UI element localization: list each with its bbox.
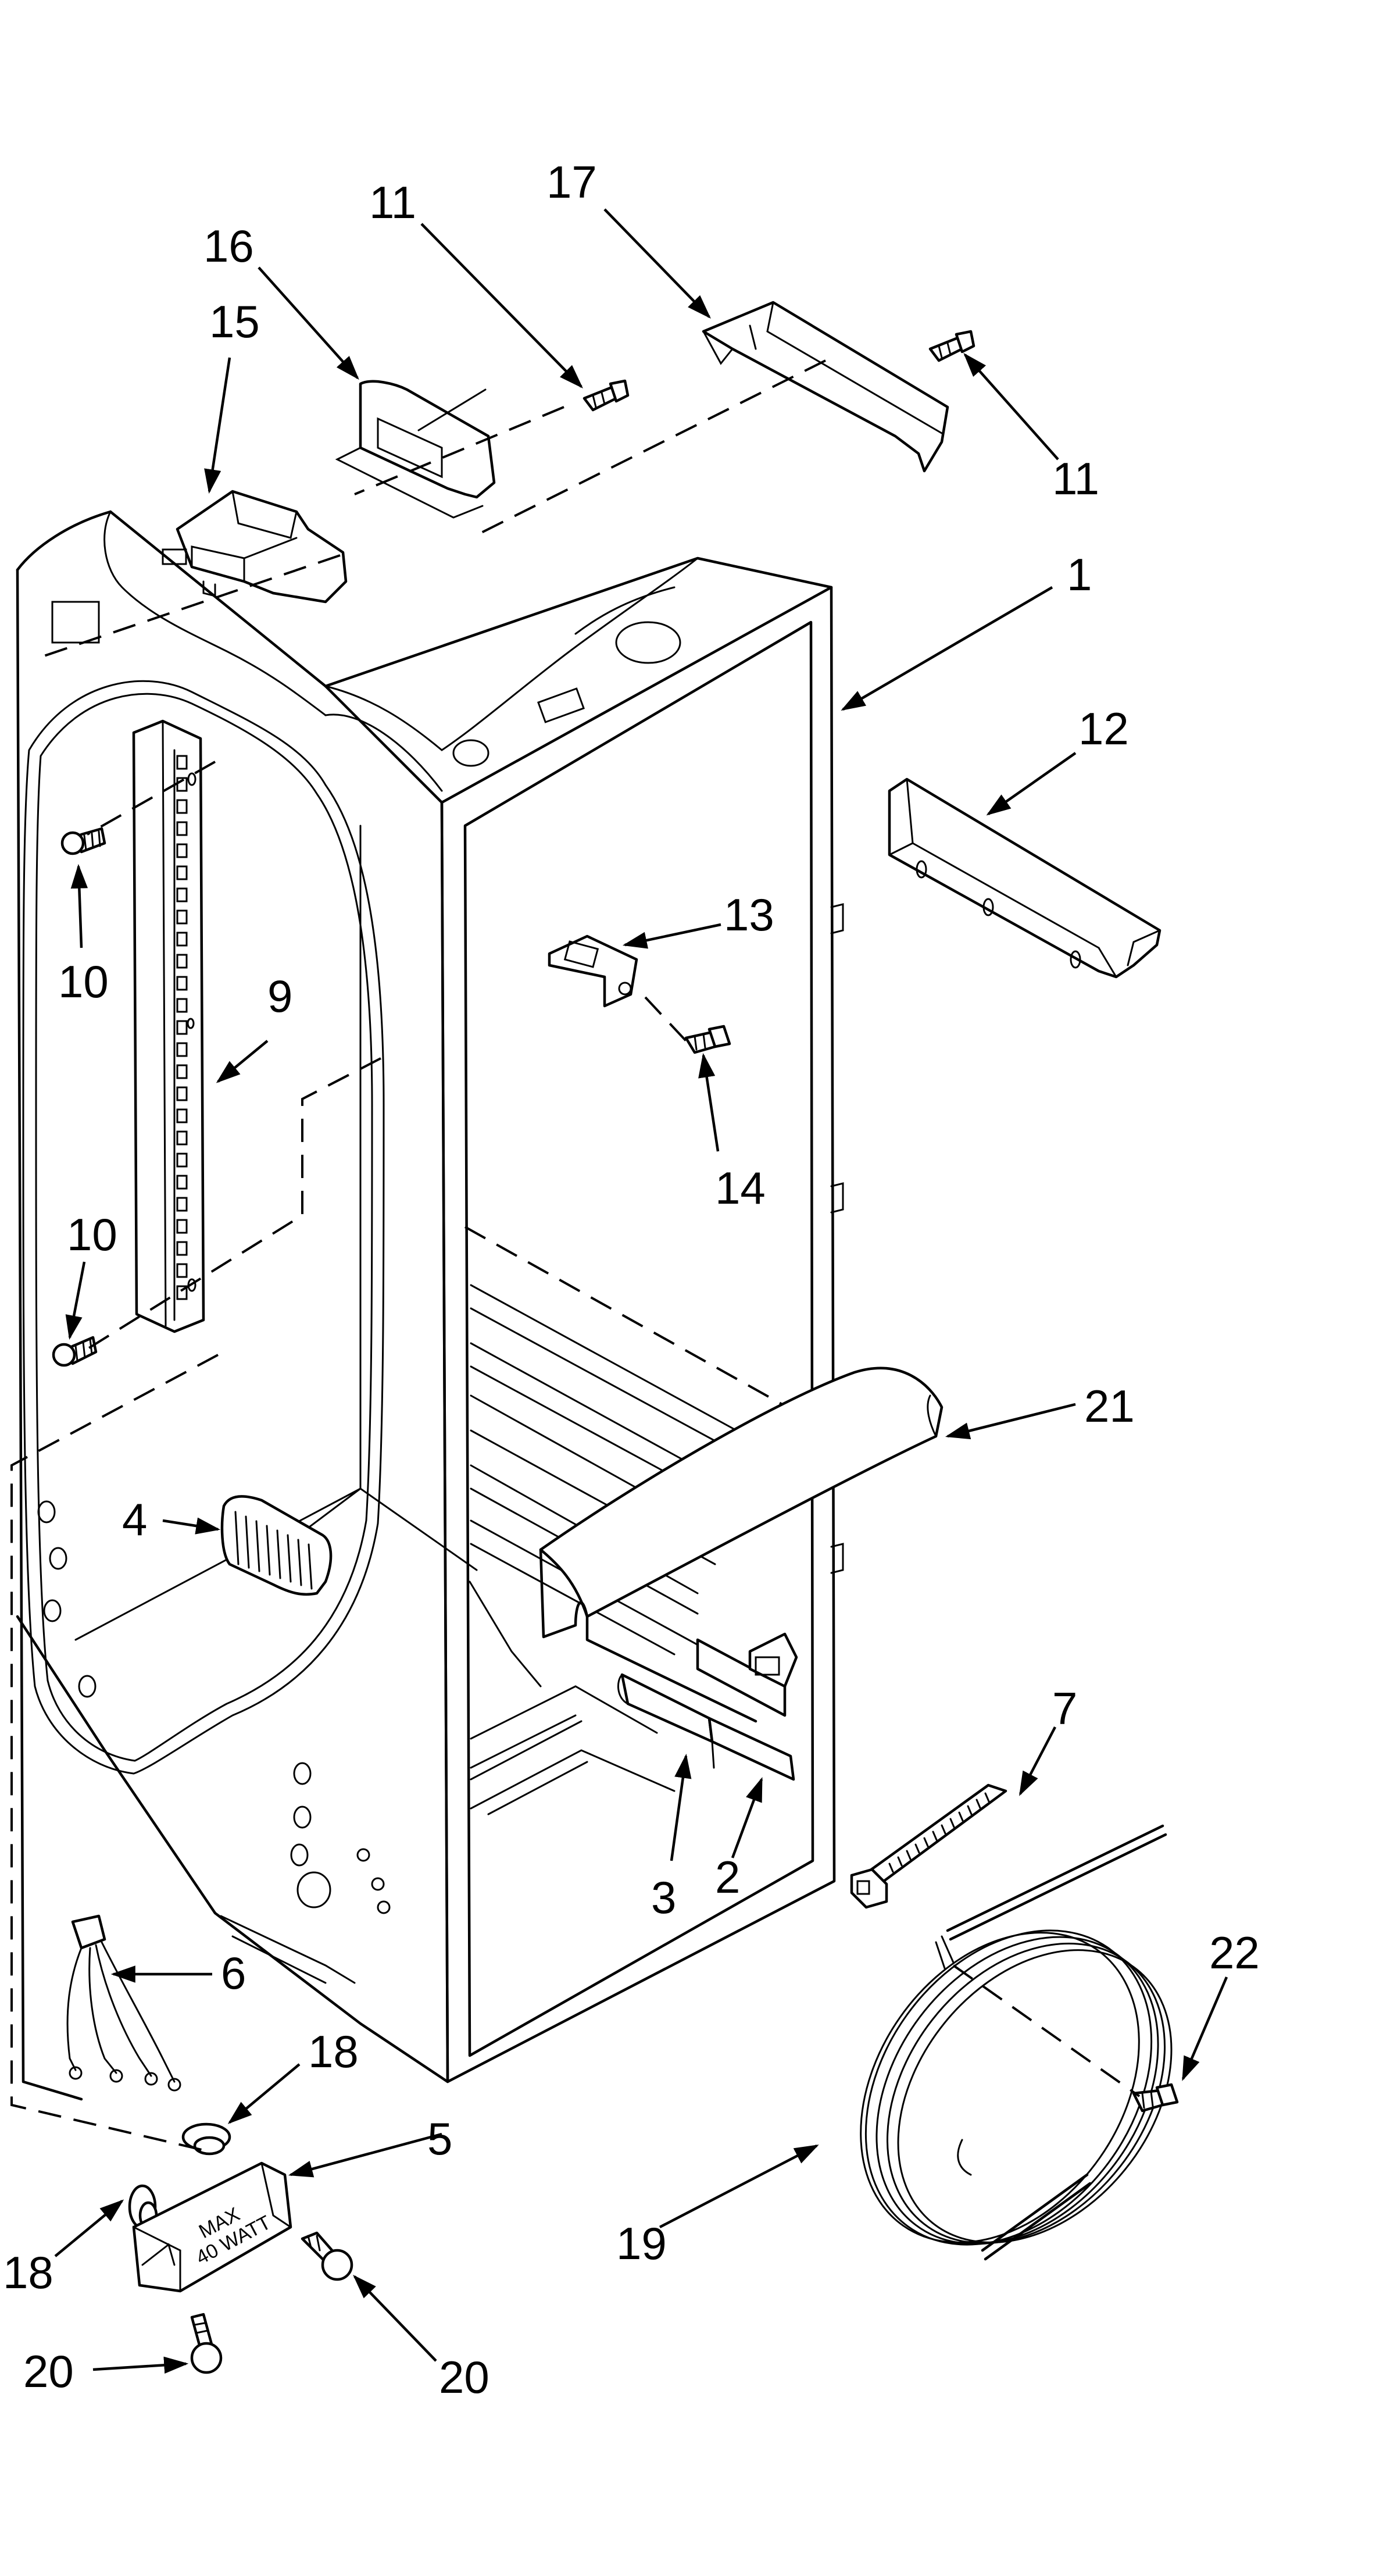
part-17-top-trim bbox=[702, 301, 949, 473]
callout-20-left: 20 bbox=[23, 2346, 74, 2397]
callout-2: 2 bbox=[715, 1851, 740, 1903]
rail-slot bbox=[176, 1064, 188, 1079]
tie-tooth bbox=[967, 1805, 973, 1815]
part-22-screw bbox=[1132, 2083, 1179, 2113]
rail-slot bbox=[176, 1241, 188, 1256]
rail-slot bbox=[176, 1219, 188, 1234]
tie-tooth bbox=[923, 1837, 929, 1847]
callout-14: 14 bbox=[715, 1162, 766, 1214]
callout-18-upper: 18 bbox=[308, 2026, 359, 2077]
callout-17: 17 bbox=[546, 156, 597, 208]
rail-slot bbox=[176, 1042, 188, 1057]
callout-16: 16 bbox=[203, 220, 254, 272]
rail-slot bbox=[176, 909, 188, 925]
callout-22: 22 bbox=[1209, 1927, 1260, 1978]
part-12-trim bbox=[888, 777, 1162, 979]
part-2-bracket bbox=[707, 1717, 795, 1781]
rail-slot bbox=[176, 755, 188, 770]
callout-11-top: 11 bbox=[369, 177, 416, 228]
tie-tooth bbox=[975, 1799, 981, 1809]
part-15-control-housing bbox=[162, 490, 348, 604]
part-7-cable-tie bbox=[850, 1783, 1007, 1909]
cabinet-liner bbox=[16, 510, 844, 2101]
callout-15: 15 bbox=[209, 296, 260, 347]
tie-tooth bbox=[941, 1824, 946, 1835]
rail-slot bbox=[176, 821, 188, 836]
rail-slot bbox=[176, 843, 188, 858]
callout-20-right: 20 bbox=[439, 2352, 489, 2403]
callout-11-right: 11 bbox=[1052, 453, 1099, 504]
callout-18-lower: 18 bbox=[3, 2247, 53, 2298]
leader-lines bbox=[54, 208, 1228, 2374]
rail-slot bbox=[176, 887, 188, 902]
tie-tooth bbox=[888, 1863, 894, 1873]
part-9-shelf-ladder bbox=[132, 719, 205, 1333]
rail-slot bbox=[176, 998, 188, 1013]
callout-21: 21 bbox=[1084, 1380, 1135, 1432]
part-4-grille bbox=[220, 1495, 333, 1596]
rail-slot bbox=[176, 1130, 188, 1146]
grille-slat bbox=[266, 1525, 271, 1576]
callout-4: 4 bbox=[122, 1494, 147, 1545]
rail-slot bbox=[176, 799, 188, 814]
rail-slot bbox=[176, 976, 188, 991]
tie-tooth bbox=[897, 1856, 903, 1867]
rail-slot bbox=[176, 865, 188, 880]
callout-6: 6 bbox=[221, 1947, 246, 1999]
part-10-screw-top bbox=[60, 827, 106, 855]
callout-5: 5 bbox=[427, 2113, 452, 2164]
rail-slot bbox=[176, 1175, 188, 1190]
tie-tooth bbox=[932, 1831, 938, 1841]
part-5-lamp-socket: MAX 40 WATT bbox=[132, 2161, 292, 2293]
part-20-bulb-left bbox=[190, 2313, 223, 2374]
part-13-bracket bbox=[548, 934, 638, 1008]
part-19-tubing-coil bbox=[860, 1824, 1173, 2261]
tie-tooth bbox=[984, 1792, 990, 1803]
grille-slat bbox=[276, 1529, 281, 1579]
part-11-screw-left bbox=[582, 379, 630, 412]
grille-slat bbox=[245, 1515, 250, 1569]
part-18-clip-upper bbox=[181, 2122, 231, 2156]
part-20-bulb-right bbox=[301, 2231, 353, 2281]
callout-7: 7 bbox=[1052, 1683, 1077, 1734]
part-14-screw bbox=[684, 1025, 731, 1054]
rail-slot bbox=[176, 1020, 188, 1035]
grille-slat bbox=[287, 1534, 292, 1583]
callout-10-top: 10 bbox=[58, 956, 109, 1007]
callout-10-bottom: 10 bbox=[67, 1209, 117, 1260]
grille-slat bbox=[297, 1539, 302, 1586]
callout-1: 1 bbox=[1067, 549, 1092, 600]
part-16-bracket bbox=[335, 380, 496, 519]
callout-3: 3 bbox=[651, 1872, 676, 1923]
rail-slot bbox=[176, 1285, 188, 1300]
callout-9: 9 bbox=[267, 971, 292, 1022]
tie-tooth bbox=[958, 1811, 964, 1822]
rail-slot bbox=[176, 1197, 188, 1212]
assembly-centerlines bbox=[10, 359, 1141, 2153]
tie-tooth bbox=[914, 1843, 920, 1854]
rail-slot bbox=[176, 954, 188, 969]
callout-19: 19 bbox=[616, 2218, 667, 2269]
part-21-air-duct-cover bbox=[539, 1367, 944, 1723]
tie-tooth bbox=[949, 1818, 955, 1828]
callout-12: 12 bbox=[1078, 703, 1129, 754]
callouts: 17 11 16 15 11 1 12 13 10 9 14 10 21 4 7… bbox=[3, 156, 1260, 2403]
tie-tooth bbox=[906, 1850, 912, 1860]
part-11-screw-right bbox=[928, 330, 975, 362]
part-10-screw-bottom bbox=[52, 1336, 98, 1367]
grille-slat bbox=[308, 1543, 313, 1590]
rail-slot bbox=[176, 1086, 188, 1101]
part-6-wire-harness bbox=[66, 1914, 181, 2092]
callout-13: 13 bbox=[724, 889, 774, 940]
rail-slot bbox=[176, 1153, 188, 1168]
grille-slat bbox=[255, 1520, 260, 1572]
grille-slat bbox=[234, 1511, 240, 1565]
rail-slot bbox=[176, 1108, 188, 1123]
rail-slot bbox=[176, 932, 188, 947]
part-3-bracket bbox=[617, 1673, 714, 1743]
rail-slot bbox=[176, 1263, 188, 1278]
